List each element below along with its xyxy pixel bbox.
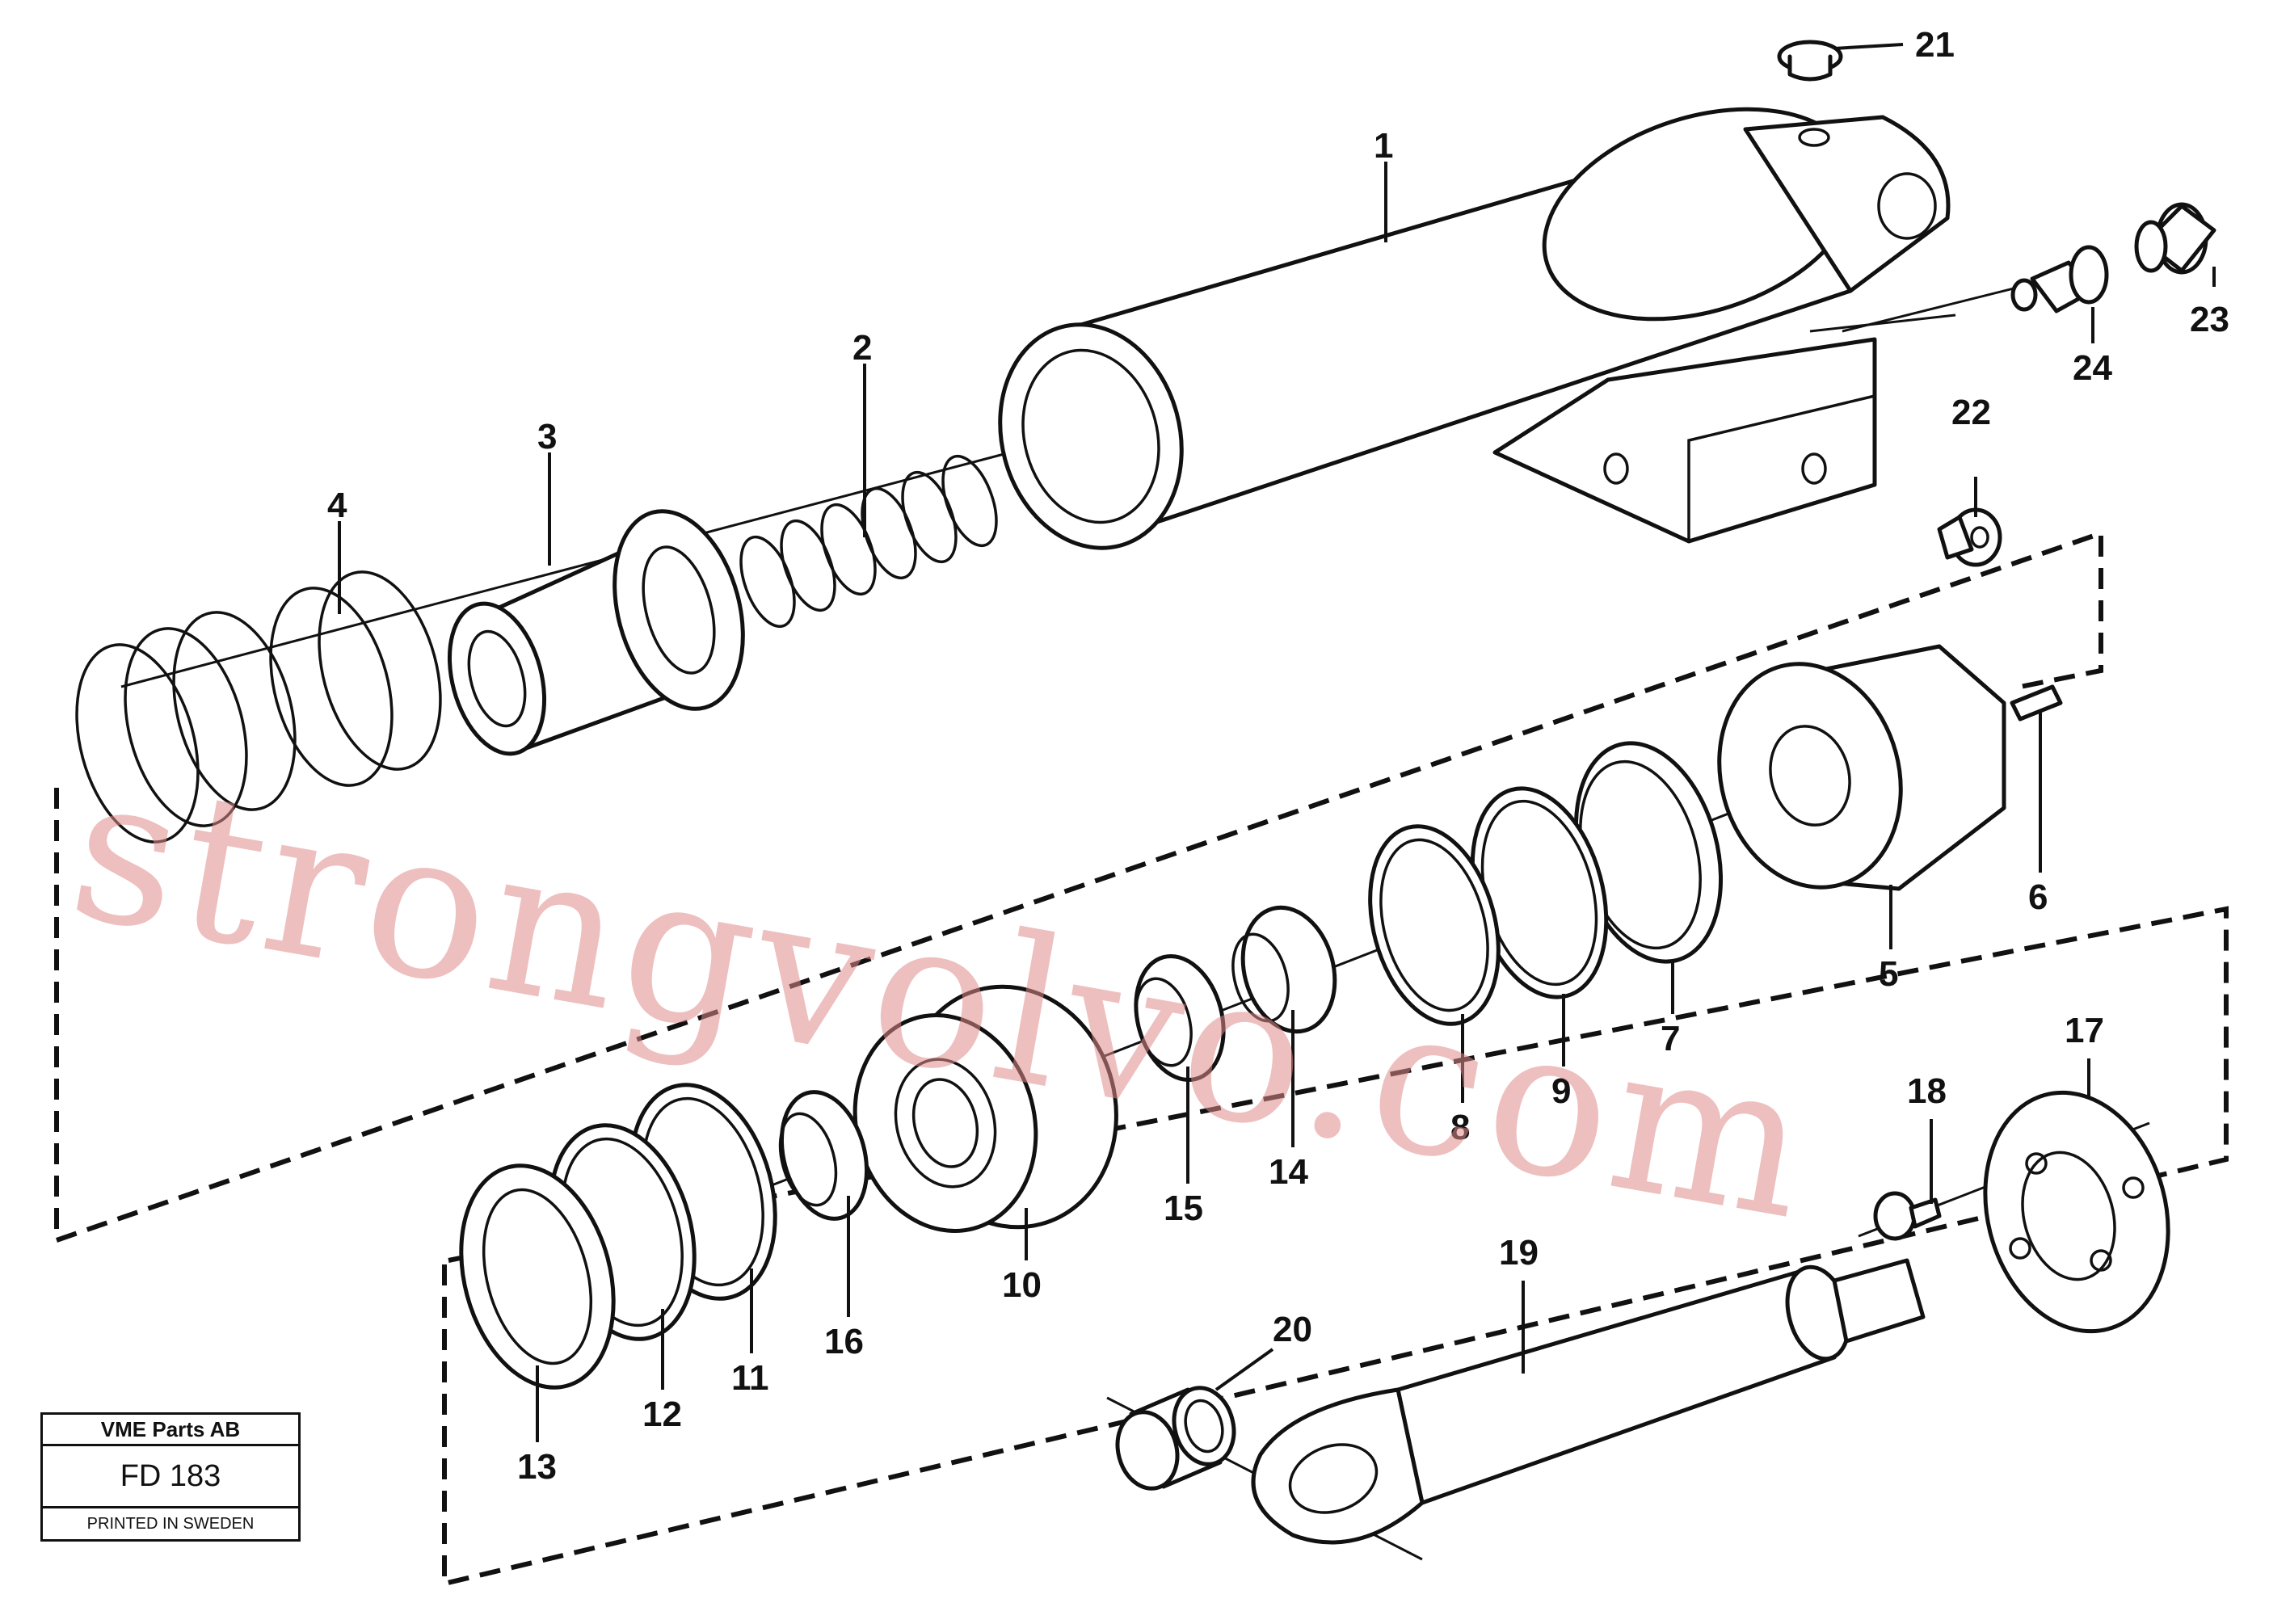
stamp-code: FD 183 — [43, 1446, 298, 1508]
top-plug-part-21 — [1777, 40, 1843, 82]
leader-lines — [338, 43, 2216, 1442]
screw-part-6 — [2010, 684, 2063, 722]
callout-11: 11 — [731, 1358, 769, 1398]
callout-5: 5 — [1879, 954, 1898, 994]
upper-axis-line — [120, 451, 1011, 688]
callout-6: 6 — [2028, 877, 2048, 917]
title-stamp: VME Parts AB FD 183 PRINTED IN SWEDEN — [40, 1412, 301, 1542]
bushing-part-16 — [778, 1090, 869, 1221]
stamp-company: VME Parts AB — [43, 1415, 298, 1446]
ring-part-8-inner — [1379, 838, 1489, 1012]
callout-17: 17 — [2065, 1011, 2104, 1050]
bolt-part-18 — [1873, 1191, 1942, 1241]
lower-group-boundary — [442, 906, 2229, 1587]
callout-22: 22 — [1951, 393, 1991, 432]
callout-20: 20 — [1273, 1310, 1312, 1349]
fitting-part-24 — [2010, 245, 2109, 313]
piston-rod-part-19 — [1251, 1258, 1926, 1545]
callout-23: 23 — [2190, 300, 2229, 339]
callout-10: 10 — [1002, 1265, 1042, 1305]
callout-9: 9 — [1551, 1071, 1571, 1111]
cylinder-barrel — [998, 107, 1951, 550]
callout-16: 16 — [824, 1322, 864, 1361]
callout-14: 14 — [1269, 1152, 1308, 1192]
rod-bushing-part-20 — [1115, 1386, 1236, 1491]
ring-part-13-inner — [482, 1188, 593, 1365]
callout-24: 24 — [2073, 348, 2112, 388]
callout-21: 21 — [1915, 25, 1955, 65]
callout-18: 18 — [1907, 1071, 1947, 1111]
callout-15: 15 — [1164, 1189, 1203, 1228]
callout-12: 12 — [642, 1395, 682, 1434]
bleed-screw-part-22 — [1937, 507, 2002, 567]
callout-numbers: 1 2 3 4 5 6 7 8 9 10 11 12 13 14 15 16 1… — [327, 25, 2229, 1487]
ring-part-13 — [459, 1163, 616, 1390]
gland-housing-part-5 — [1717, 644, 2006, 891]
callout-8: 8 — [1450, 1108, 1470, 1147]
bushing-part-15 — [1134, 953, 1226, 1083]
fitting-part-23 — [2134, 202, 2216, 275]
stamp-printed: PRINTED IN SWEDEN — [86, 1515, 255, 1533]
callout-4: 4 — [327, 486, 347, 525]
piston-part-10 — [852, 984, 1118, 1233]
callout-13: 13 — [517, 1447, 557, 1487]
upper-group-boundary — [54, 529, 2103, 1244]
flange-plate-part-17 — [1983, 1090, 2170, 1334]
callout-2: 2 — [852, 328, 872, 368]
spring-sleeve-part-3 — [447, 509, 745, 756]
callout-7: 7 — [1661, 1019, 1680, 1058]
bushing-part-14 — [1231, 905, 1337, 1034]
callout-19: 19 — [1499, 1233, 1539, 1273]
outer-spring-part-4 — [75, 570, 442, 844]
callout-3: 3 — [537, 417, 557, 456]
inner-spring-part-2 — [739, 454, 998, 629]
callout-1: 1 — [1374, 126, 1393, 166]
port-axis-line — [1809, 313, 1956, 333]
